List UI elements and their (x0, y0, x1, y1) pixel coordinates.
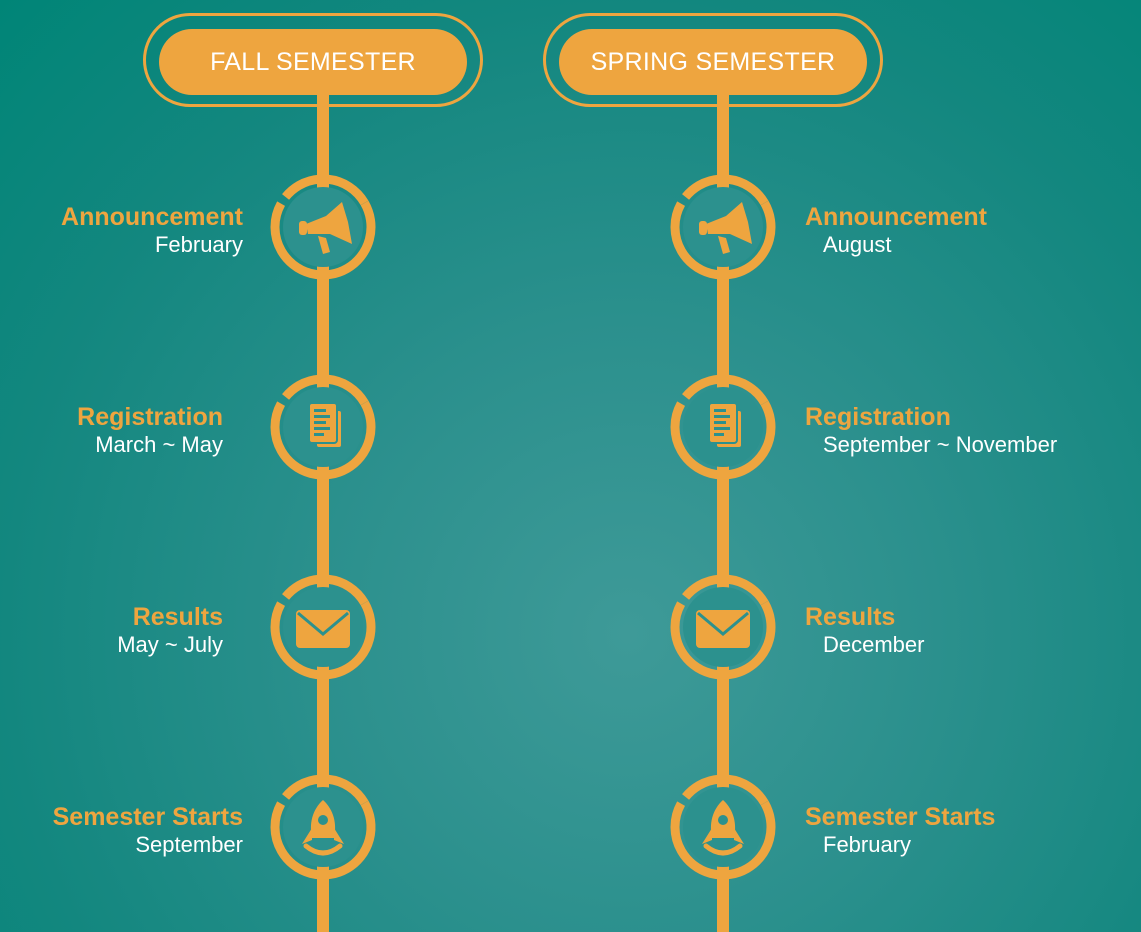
step-title: Results (805, 603, 896, 631)
spring-envelope-icon (668, 572, 778, 682)
step-title: Results (132, 603, 223, 631)
step-date: May ~ July (117, 631, 223, 657)
step-title: Semester Starts (52, 803, 243, 831)
spring-timeline-line (717, 94, 729, 932)
fall-step-semester-starts: Semester Starts September (53, 803, 243, 857)
fall-step-registration: Registration March ~ May (77, 403, 223, 457)
spring-step-registration: Registration September ~ November (805, 403, 1057, 457)
step-date: March ~ May (95, 431, 223, 457)
spring-megaphone-icon (668, 172, 778, 282)
spring-step-announcement: Announcement August (805, 203, 987, 257)
step-title: Semester Starts (805, 803, 996, 831)
step-date: December (823, 631, 925, 657)
step-title: Registration (805, 403, 951, 431)
step-title: Announcement (805, 203, 987, 231)
fall-header-frame (143, 13, 483, 107)
fall-timeline-line (317, 94, 329, 932)
spring-header-frame (543, 13, 883, 107)
step-date: February (154, 231, 243, 257)
spring-step-results: Results December (805, 603, 924, 657)
spring-document-icon (668, 372, 778, 482)
step-date: August (823, 231, 892, 257)
spring-rocket-icon (668, 772, 778, 882)
fall-step-results: Results May ~ July (117, 603, 223, 657)
step-date: September ~ November (823, 431, 1058, 457)
step-date: September (135, 831, 243, 857)
spring-semester-header: SPRING SEMESTER (559, 29, 867, 95)
spring-step-semester-starts: Semester Starts February (805, 803, 995, 857)
fall-step-announcement: Announcement February (61, 203, 243, 257)
fall-semester-header: FALL SEMESTER (159, 29, 467, 95)
step-date: February (823, 831, 912, 857)
step-title: Announcement (61, 203, 243, 231)
step-title: Registration (77, 403, 223, 431)
